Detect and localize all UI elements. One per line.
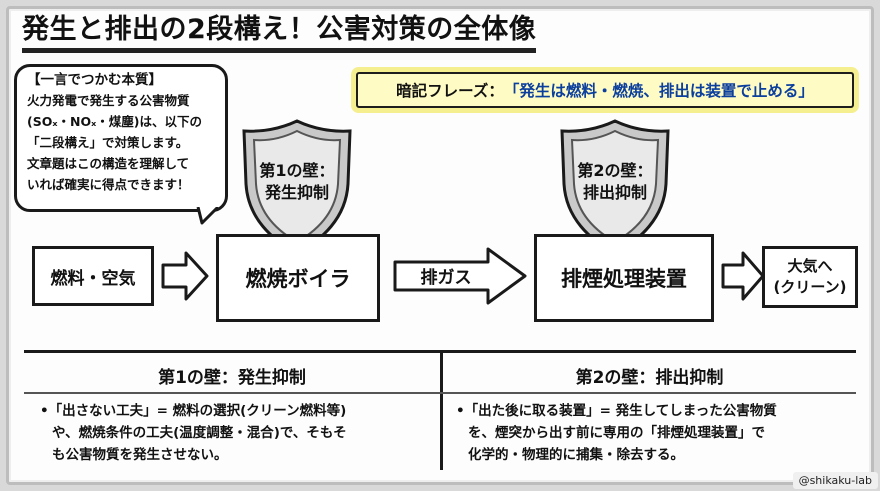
phrase-quote: 「発生は燃料・燃焼、排出は装置で止める」 bbox=[503, 82, 814, 100]
bubble-tail bbox=[196, 207, 220, 225]
shield-icon bbox=[560, 119, 670, 255]
output-line2: (クリーン) bbox=[773, 278, 847, 296]
page-title: 発生と排出の2段構え！公害対策の全体像 bbox=[22, 14, 537, 53]
table-left-body: •「出さない工夫」= 燃料の選択(クリーン燃料等) や、燃焼条件の工夫(温度調整… bbox=[40, 400, 347, 466]
table-left-line: •「出さない工夫」= 燃料の選択(クリーン燃料等) bbox=[40, 403, 347, 419]
bubble-line: (SOₓ・NOₓ・煤塵)は、以下の bbox=[27, 114, 202, 129]
wall-1-line1: 第1の壁： bbox=[259, 161, 335, 180]
boiler-box: 燃焼ボイラ bbox=[216, 234, 380, 322]
exhaust-arrow bbox=[393, 247, 527, 305]
input-box: 燃料・空気 bbox=[32, 246, 154, 306]
shield-icon bbox=[242, 119, 352, 255]
output-line1: 大気へ bbox=[787, 257, 833, 275]
memorize-phrase: 暗記フレーズ： 「発生は燃料・燃焼、排出は装置で止める」 bbox=[356, 72, 854, 108]
table-left-line: や、燃焼条件の工夫(温度調整・混合)で、そもそ bbox=[52, 425, 347, 441]
bubble-line: いれば確実に得点できます！ bbox=[27, 177, 190, 192]
wall-2-label: 第2の壁： 排出抑制 bbox=[566, 160, 664, 204]
wall-1-line2: 発生抑制 bbox=[264, 183, 329, 202]
bubble-line: 火力発電で発生する公害物質 bbox=[27, 93, 190, 108]
summary-bubble: 【一言でつかむ本質】 火力発電で発生する公害物質 (SOₓ・NOₓ・煤塵)は、以… bbox=[14, 64, 228, 212]
summary-table bbox=[24, 350, 856, 472]
exhaust-gas-label: 排ガス bbox=[420, 268, 472, 288]
bubble-heading: 【一言でつかむ本質】 bbox=[27, 72, 162, 88]
wall-2-line1: 第2の壁： bbox=[577, 161, 653, 180]
table-right-line: を、煙突から出す前に専用の「排煙処理装置」で bbox=[468, 425, 765, 441]
arrow-right-icon bbox=[161, 251, 209, 301]
table-right-body: •「出た後に取る装置」= 発生してしまった公害物質 を、煙突から出す前に専用の「… bbox=[456, 400, 777, 466]
arrow-right-icon bbox=[721, 251, 765, 301]
output-box: 大気へ (クリーン) bbox=[762, 246, 858, 308]
wall-1-label: 第1の壁： 発生抑制 bbox=[248, 160, 346, 204]
treatment-box: 排煙処理装置 bbox=[534, 234, 714, 322]
table-header-line bbox=[24, 392, 856, 394]
bubble-line: 文章題はこの構造を理解して bbox=[27, 156, 190, 171]
table-right-line: •「出た後に取る装置」= 発生してしまった公害物質 bbox=[456, 403, 777, 419]
table-left-line: も公害物質を発生させない。 bbox=[52, 447, 228, 463]
table-left-heading: 第1の壁：発生抑制 bbox=[158, 368, 306, 388]
phrase-label: 暗記フレーズ： bbox=[396, 82, 504, 100]
table-right-line: 化学的・物理的に捕集・除去する。 bbox=[468, 447, 684, 463]
bubble-line: 「二段構え」で対策します。 bbox=[27, 135, 189, 150]
table-divider bbox=[440, 352, 443, 470]
credit-label: @shikaku-lab bbox=[792, 472, 878, 489]
wall-2-line2: 排出抑制 bbox=[582, 183, 647, 202]
table-right-heading: 第2の壁：排出抑制 bbox=[575, 368, 724, 388]
